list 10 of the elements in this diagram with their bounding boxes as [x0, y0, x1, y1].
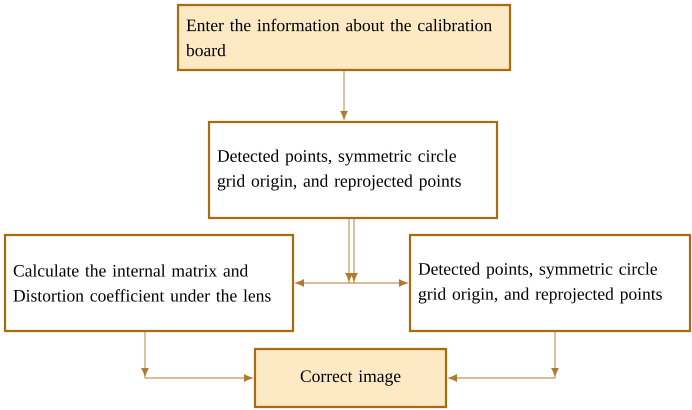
process-box: Correct image: [254, 348, 448, 408]
arrow: [141, 332, 253, 382]
process-box: Enter the information about the calibration board: [176, 4, 512, 72]
process-box: Detected points, symmetric circle grid origin, and reprojected points: [408, 234, 692, 332]
arrow: [340, 70, 348, 120]
arrow: [345, 218, 408, 287]
arrow: [295, 218, 358, 287]
process-box: Calculate the internal matrix and Distortion coefficient under the lens: [4, 234, 294, 332]
process-box: Detected points, symmetric circle grid origin, and reprojected points: [208, 120, 498, 220]
arrow: [448, 332, 559, 382]
